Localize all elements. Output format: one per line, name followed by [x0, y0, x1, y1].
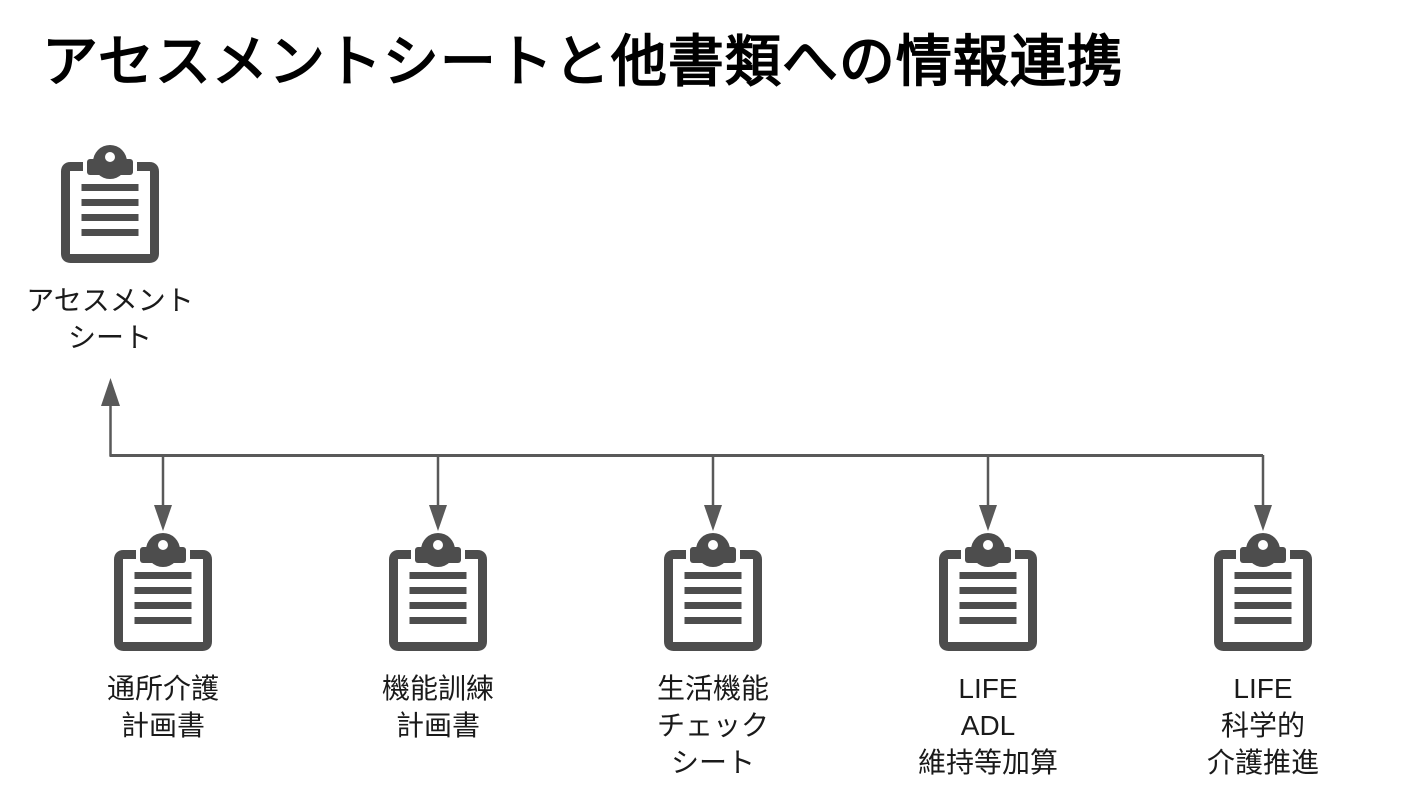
- clipboard-icon: [663, 533, 763, 651]
- node-functional-training-plan: 機能訓練 計画書: [328, 533, 548, 744]
- node-label-line: シート: [67, 322, 152, 353]
- node-label-line: 生活機能: [656, 673, 769, 704]
- node-label-line: LIFE: [1233, 673, 1293, 704]
- node-life-function-check-sheet: 生活機能 チェック シート: [603, 533, 823, 781]
- node-label-line: 維持等加算: [917, 747, 1058, 778]
- clipboard-icon: [1213, 533, 1313, 651]
- node-label-line: 計画書: [395, 710, 480, 741]
- node-day-care-plan: 通所介護 計画書: [53, 533, 273, 744]
- node-label-line: 科学的: [1220, 710, 1305, 741]
- node-label-line: シート: [670, 747, 755, 778]
- node-label: LIFE 科学的 介護推進: [1153, 670, 1373, 781]
- node-label: 通所介護 計画書: [53, 670, 273, 744]
- node-assessment-sheet: アセスメント シート: [0, 145, 220, 356]
- arrow-down-head-icon-4: [979, 505, 997, 531]
- node-life-adl-addition: LIFE ADL 維持等加算: [878, 533, 1098, 781]
- arrow-down-head-icon-2: [429, 505, 447, 531]
- node-label-line: チェック: [656, 710, 769, 741]
- node-label: LIFE ADL 維持等加算: [878, 670, 1098, 781]
- node-label-line: ADL: [960, 710, 1016, 741]
- clipboard-icon: [938, 533, 1038, 651]
- node-label-line: 機能訓練: [381, 673, 494, 704]
- arrow-down-head-icon-3: [704, 505, 722, 531]
- arrow-up-head-icon: [101, 378, 120, 406]
- node-label-line: 通所介護: [106, 673, 219, 704]
- arrow-down-head-icon-1: [154, 505, 172, 531]
- clipboard-icon: [113, 533, 213, 651]
- node-label-line: アセスメント: [26, 285, 194, 316]
- node-label-line: 介護推進: [1206, 747, 1319, 778]
- clipboard-icon: [388, 533, 488, 651]
- node-label-line: 計画書: [120, 710, 205, 741]
- node-label: 機能訓練 計画書: [328, 670, 548, 744]
- arrow-down-head-icon-5: [1254, 505, 1272, 531]
- node-label: 生活機能 チェック シート: [603, 670, 823, 781]
- node-life-scientific-care: LIFE 科学的 介護推進: [1153, 533, 1373, 781]
- clipboard-icon: [60, 145, 160, 263]
- node-label: アセスメント シート: [0, 282, 220, 356]
- node-label-line: LIFE: [958, 673, 1018, 704]
- page-title: アセスメントシートと他書類への情報連携: [42, 30, 1124, 93]
